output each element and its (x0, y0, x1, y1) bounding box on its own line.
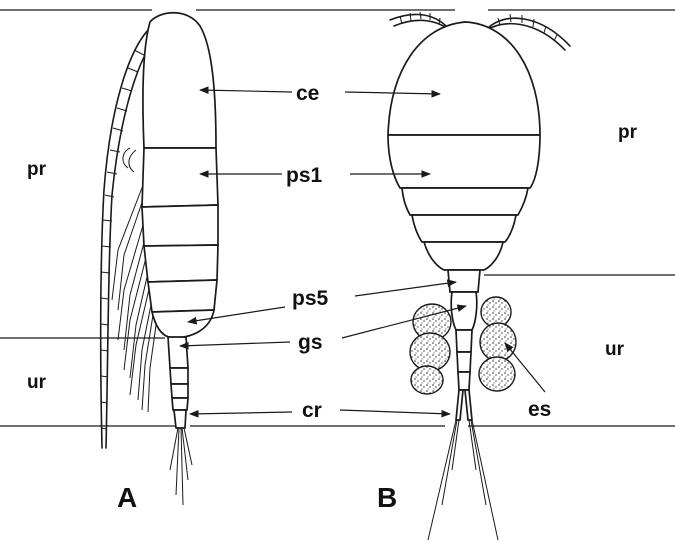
specimen-b-urosome-somite-2 (456, 330, 472, 352)
specimen-b-left-egg-sac (410, 304, 451, 394)
specimen-a-pedigerous-somite-2 (142, 205, 218, 246)
specimen-b-caudal-setae (428, 420, 498, 540)
specimen-b-pedigerous-somite-2 (402, 188, 528, 215)
specimen-b-right-egg-sac (479, 297, 516, 391)
arrow-cr-to-a (190, 412, 292, 414)
specimen-b-cephalosome (388, 22, 540, 135)
specimen-a-pedigerous-somite-3 (144, 245, 218, 282)
label-es: es (528, 398, 551, 421)
specimen-b-pedigerous-somite-4 (424, 242, 503, 270)
specimen-a-caudal-setae (170, 428, 192, 505)
label-left-prosome: pr (27, 159, 47, 180)
specimen-b-pedigerous-somite-3 (412, 215, 516, 242)
label-left-urosome: ur (27, 372, 47, 393)
specimen-b-anal-somite (458, 372, 470, 390)
specimen-a-anal-somite (172, 398, 188, 410)
label-ps1: ps1 (286, 164, 323, 187)
specimen-a-caudal-ramus (174, 410, 186, 428)
specimen-b-left-caudal-ramus (456, 390, 463, 420)
specimen-b-pedigerous-somite-5 (448, 270, 480, 292)
specimen-b-dorsal (388, 12, 570, 540)
specimen-a-genital-somite (168, 337, 188, 368)
arrow-gs-to-a (180, 342, 290, 346)
label-ce: ce (296, 82, 319, 105)
panel-label-b: B (377, 482, 397, 513)
specimen-a-pedigerous-somite-5 (152, 310, 214, 338)
specimen-a-pedigerous-somite-1 (142, 148, 218, 207)
label-gs: gs (298, 331, 323, 354)
label-right-prosome: pr (618, 122, 638, 143)
label-ps5: ps5 (292, 287, 329, 310)
specimen-b-pedigerous-somite-1 (388, 135, 540, 188)
specimen-b-urosome-somite-3 (457, 352, 471, 372)
label-right-urosome: ur (605, 339, 625, 360)
specimen-a-lateral (101, 13, 218, 505)
specimen-b-right-caudal-ramus (465, 390, 472, 420)
specimen-a-urosome-somite-3 (171, 384, 188, 398)
specimen-a-cephalosome (143, 13, 216, 148)
panel-label-a: A (117, 482, 137, 513)
arrow-cr-to-b (340, 410, 450, 414)
specimen-b-genital-somite (451, 292, 477, 330)
specimen-a-urosome-somite-2 (170, 368, 188, 384)
label-cr: cr (302, 399, 322, 422)
arrow-ps5-to-b (355, 282, 456, 296)
specimen-a-pedigerous-somite-4 (148, 280, 217, 312)
